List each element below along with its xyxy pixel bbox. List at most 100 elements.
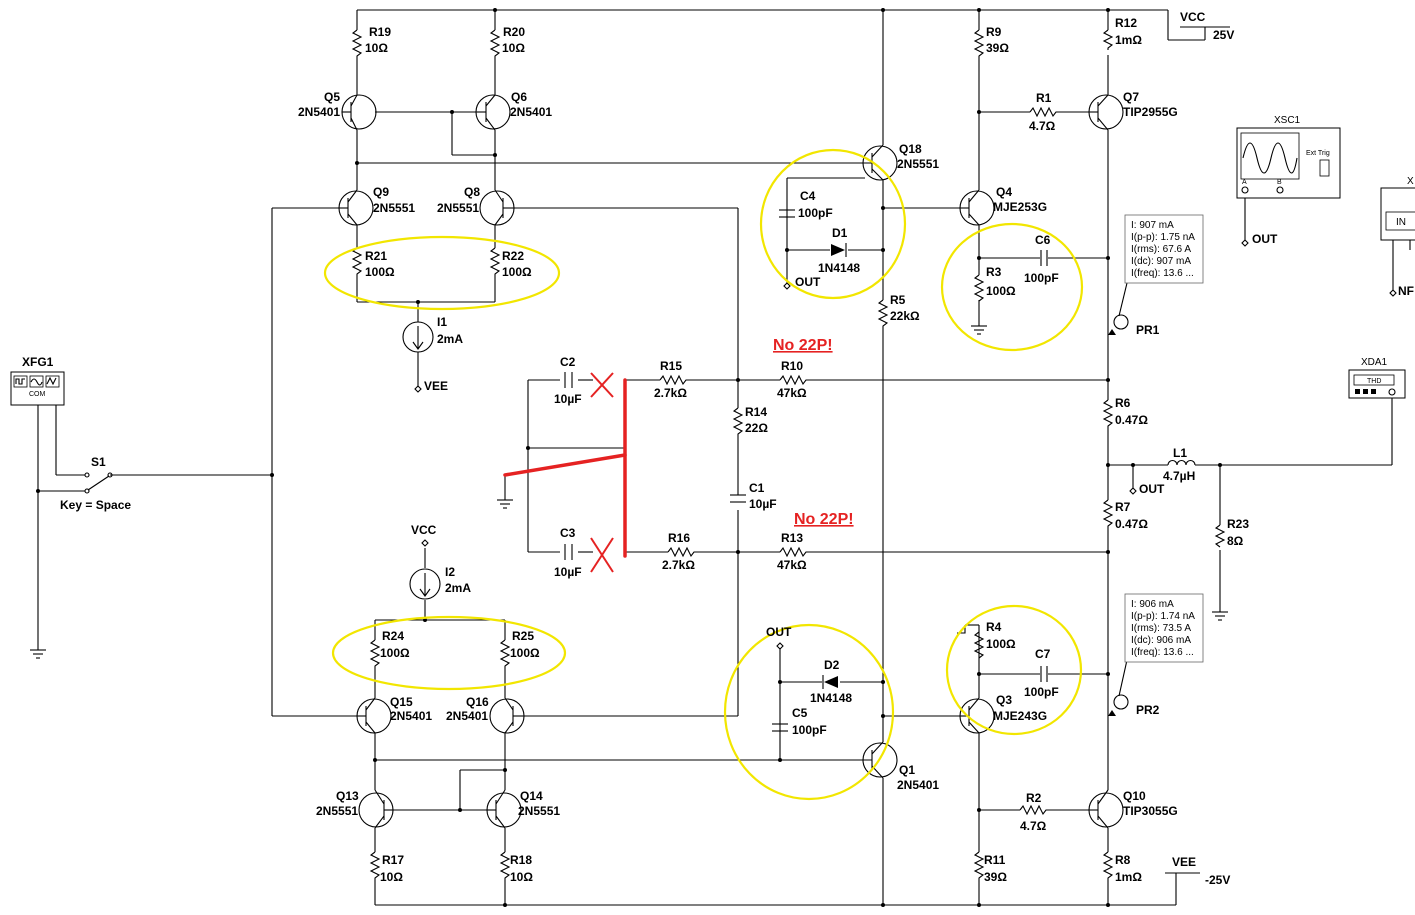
resistor-r6[interactable]: [1102, 399, 1114, 430]
red-x-mark: [590, 372, 614, 398]
current-source-i2[interactable]: [409, 568, 441, 600]
label-pr2: PR2: [1136, 703, 1160, 717]
transistor-q6[interactable]: [475, 94, 511, 131]
transistor-q16[interactable]: [489, 697, 525, 734]
resistor-r15[interactable]: [659, 374, 688, 386]
value-q15: 2N5401: [390, 709, 432, 723]
resistor-r11[interactable]: [973, 851, 985, 882]
resistor-r16[interactable]: [667, 546, 696, 558]
current-source-i1[interactable]: [402, 321, 434, 353]
resistor-r22[interactable]: [489, 247, 501, 278]
capacitor-c1[interactable]: [730, 488, 746, 503]
capacitor-c7[interactable]: [1040, 666, 1048, 682]
switch-s1[interactable]: [84, 472, 113, 494]
label-c7: C7: [1035, 647, 1051, 661]
label-vee-supply: VEE: [1172, 855, 1196, 869]
probe-pr2[interactable]: [1108, 694, 1129, 716]
probe-readout-line: I(dc): 907 mA: [1131, 256, 1191, 267]
label-q18: Q18: [899, 142, 922, 156]
resistor-r21[interactable]: [351, 247, 363, 278]
ground-symbol: [30, 649, 46, 659]
capacitor-c3[interactable]: [564, 544, 573, 560]
resistor-r13[interactable]: [779, 546, 808, 558]
value-q5: 2N5401: [298, 105, 340, 119]
value-q6: 2N5401: [510, 105, 552, 119]
resistor-r8[interactable]: [1102, 851, 1114, 882]
diode-d2[interactable]: [822, 675, 838, 689]
label-q6: Q6: [511, 90, 527, 104]
resistor-r12[interactable]: [1102, 29, 1114, 50]
resistor-r19[interactable]: [351, 29, 363, 60]
out-node: [776, 642, 784, 650]
resistor-r2[interactable]: [1019, 804, 1048, 816]
resistor-r9[interactable]: [973, 29, 985, 60]
capacitor-c4[interactable]: [779, 209, 795, 218]
capacitor-c2[interactable]: [564, 372, 573, 388]
label-r20: R20: [503, 25, 525, 39]
value-l1: 4.7µH: [1163, 469, 1195, 483]
label-s1-key: Key = Space: [60, 498, 131, 512]
label-r18: R18: [510, 853, 532, 867]
resistor-r25[interactable]: [499, 639, 511, 668]
label-r16: R16: [668, 531, 690, 545]
label-r6: R6: [1115, 396, 1131, 410]
transistor-q7[interactable]: [1088, 94, 1124, 131]
resistor-r1[interactable]: [1029, 106, 1058, 118]
transistor-q8[interactable]: [479, 189, 515, 226]
value-r21: 100Ω: [365, 265, 395, 279]
oscilloscope-xsc1[interactable]: [1236, 127, 1341, 199]
transistor-q13[interactable]: [358, 789, 394, 829]
label-c2: C2: [560, 355, 576, 369]
label-xfg1: XFG1: [22, 355, 54, 369]
inductor-l1[interactable]: [1167, 459, 1196, 466]
resistor-r18[interactable]: [499, 851, 511, 882]
distortion-analyzer-xda1[interactable]: [1348, 369, 1406, 399]
capacitor-c6[interactable]: [1040, 250, 1048, 266]
transistor-q9[interactable]: [338, 189, 374, 226]
probe-pr1-text: I: 907 mA I(p-p): 1.75 nA I(rms): 67.6 A…: [1131, 220, 1195, 279]
resistor-r14[interactable]: [732, 407, 744, 436]
label-s1: S1: [91, 455, 106, 469]
label-out: OUT: [1139, 482, 1165, 496]
transistor-q1[interactable]: [862, 741, 898, 779]
resistor-r7[interactable]: [1102, 499, 1114, 530]
transistor-q4[interactable]: [959, 189, 995, 226]
value-r17: 10Ω: [380, 870, 403, 884]
resistor-r3[interactable]: [973, 274, 985, 302]
resistor-r24[interactable]: [369, 639, 381, 668]
resistor-r20[interactable]: [489, 29, 501, 60]
diode-d1[interactable]: [831, 243, 847, 257]
probe-pr1[interactable]: [1108, 314, 1129, 335]
value-r7: 0.47Ω: [1115, 517, 1148, 531]
resistor-r4[interactable]: [973, 631, 985, 659]
transistor-q15[interactable]: [356, 697, 392, 734]
resistor-r10[interactable]: [779, 374, 808, 386]
resistor-r17[interactable]: [369, 851, 381, 882]
label-r17: R17: [382, 853, 404, 867]
value-r13: 47kΩ: [777, 558, 807, 572]
red-markup: [503, 372, 627, 573]
probe-readout-line: I(rms): 67.6 A: [1131, 244, 1191, 255]
value-r1: 4.7Ω: [1029, 119, 1056, 133]
transistor-q18[interactable]: [862, 144, 898, 181]
highlight-ellipse: [759, 148, 907, 300]
label-r4: R4: [986, 620, 1002, 634]
transistor-q10[interactable]: [1088, 789, 1124, 829]
label-r11: R11: [984, 853, 1006, 867]
value-c4: 100pF: [798, 206, 833, 220]
label-partial-x: X: [1407, 176, 1414, 187]
transistor-q14[interactable]: [486, 789, 522, 829]
resistor-r5[interactable]: [877, 299, 889, 330]
value-r5: 22kΩ: [890, 309, 920, 323]
function-generator-xfg1[interactable]: [10, 371, 65, 406]
transistor-q5[interactable]: [341, 94, 377, 131]
resistor-r23[interactable]: [1214, 524, 1226, 548]
value-c5: 100pF: [792, 723, 827, 737]
capacitor-c5[interactable]: [772, 723, 788, 732]
labels: R19 10Ω R20 10Ω Q5 2N5401 Q6 2N5401 Q9 2…: [22, 10, 1414, 887]
partial-instrument[interactable]: [1380, 187, 1415, 241]
probe-readout-line: I(p-p): 1.74 nA: [1131, 611, 1195, 622]
label-c3: C3: [560, 526, 576, 540]
label-vee: VEE: [424, 379, 448, 393]
transistor-q3[interactable]: [959, 697, 995, 734]
